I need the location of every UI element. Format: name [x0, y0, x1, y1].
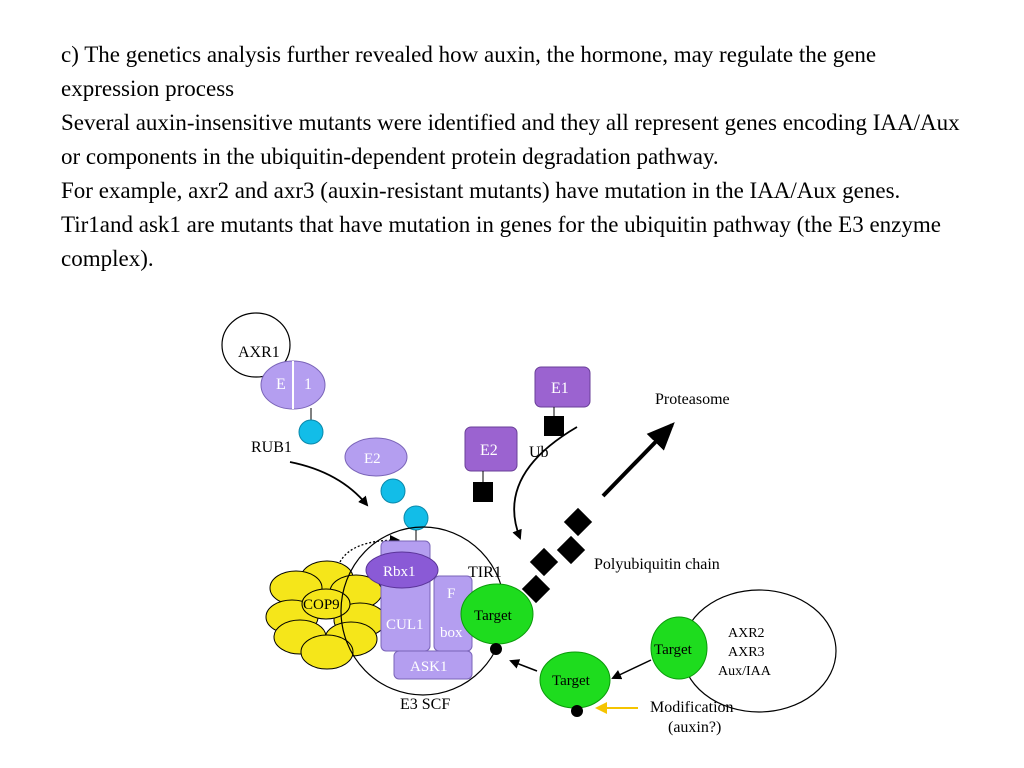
axr2-label: AXR2 — [728, 626, 765, 641]
paragraph-intro: c) The genetics analysis further reveale… — [61, 42, 877, 101]
rub1-arrow — [289, 461, 369, 507]
e1-label: E1 — [551, 380, 569, 397]
rub1-ball-top — [298, 419, 324, 445]
e-left-label: E — [276, 376, 286, 393]
ub-label: Ub — [529, 444, 549, 461]
ub-diamond-3 — [529, 547, 559, 577]
rbx1-subunit — [365, 551, 439, 589]
e-right-label: 1 — [304, 376, 312, 393]
aux-iaa-label: Aux/IAA — [718, 664, 772, 679]
ub-transfer-arrow — [512, 426, 578, 540]
auxin-q-label: (auxin?) — [668, 719, 721, 736]
polyubiquitin-chain — [521, 507, 593, 604]
target-mid-label: Target — [552, 673, 591, 689]
target-bound-label: Target — [474, 608, 513, 624]
modification-label: Modification — [650, 699, 734, 716]
e3-scf-label: E3 SCF — [400, 696, 450, 713]
ubiquitin-square-e2 — [473, 482, 493, 502]
e2-ub-enzyme — [464, 426, 518, 472]
rub1-ball-scf — [403, 505, 429, 531]
ub-diamond-2 — [556, 535, 586, 565]
target-bound-dot — [490, 643, 502, 655]
proteasome-label: Proteasome — [655, 391, 730, 408]
ask1-subunit — [393, 650, 473, 680]
slide-text: c) The genetics analysis further reveale… — [61, 38, 961, 276]
axr3-label: AXR3 — [728, 645, 765, 660]
target-right-arrow — [611, 659, 652, 680]
ub-diamond-4 — [521, 574, 551, 604]
ask1-label: ASK1 — [410, 659, 448, 675]
cop9-complex: COP9 — [265, 560, 387, 670]
rbx1-label: Rbx1 — [383, 564, 416, 580]
box-label: box — [440, 625, 463, 641]
rub1-ball-e2 — [380, 478, 406, 504]
cul1-label: CUL1 — [386, 617, 424, 633]
e2-ub-label: E2 — [480, 442, 498, 459]
cop9-dotted-arrow — [339, 535, 400, 563]
ubiquitin-square-e1 — [544, 416, 564, 436]
polyubiquitin-label: Polyubiquitin chain — [594, 556, 720, 573]
tir1-label: TIR1 — [468, 564, 502, 581]
target-right-label: Target — [654, 642, 693, 658]
target-right — [650, 616, 708, 680]
target-mid-dot — [571, 705, 583, 717]
rub1-label: RUB1 — [251, 439, 292, 456]
target-to-scf-arrow — [509, 659, 538, 672]
ub-diamond-1 — [563, 507, 593, 537]
cop9-label: COP9 — [303, 597, 340, 613]
axr1-label: AXR1 — [238, 344, 280, 361]
axr1-circle — [221, 312, 291, 378]
paragraph-mutants: Several auxin-insensitive mutants were i… — [61, 110, 960, 169]
paragraph-example: For example, axr2 and axr3 (auxin-resist… — [61, 178, 941, 271]
proteasome-arrow — [601, 422, 675, 498]
e1-ub-enzyme — [534, 366, 591, 408]
e2-top-label: E2 — [364, 451, 381, 467]
f-label: F — [447, 586, 455, 602]
e2-conjugating-enzyme — [344, 437, 408, 477]
